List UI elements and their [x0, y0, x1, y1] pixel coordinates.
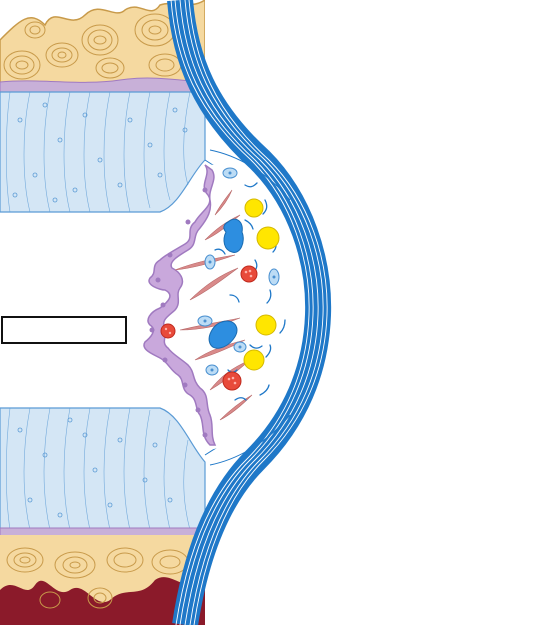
joint-capsule	[167, 0, 332, 625]
adipocyte-icon	[243, 198, 280, 371]
red-blood-cell-icon	[160, 265, 258, 391]
label-box-blank	[1, 316, 127, 344]
lower-bone	[0, 535, 205, 625]
lower-cartilage	[0, 407, 206, 531]
synovial-membrane	[143, 164, 217, 446]
collagen-fibres	[214, 182, 286, 401]
upper-cartilage	[0, 91, 206, 213]
macrophage-icon	[208, 218, 244, 349]
